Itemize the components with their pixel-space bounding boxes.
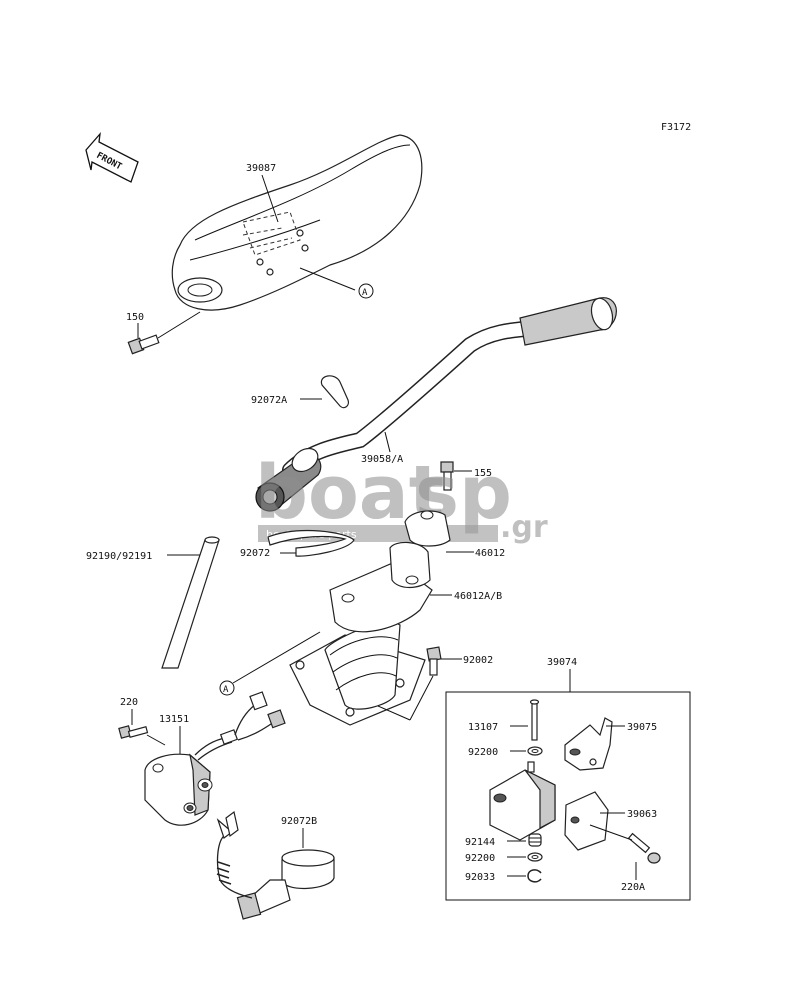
lanyard-cord-part <box>216 810 253 899</box>
bolt-part-92002 <box>426 646 442 676</box>
label-92144: 92144 <box>465 837 495 848</box>
label-39075: 39075 <box>627 722 657 733</box>
ref-marker-a-top: A <box>358 283 374 299</box>
screw-part-220 <box>118 725 149 739</box>
label-92190-92191: 92190/92191 <box>86 551 152 562</box>
ref-marker-a-bottom: A <box>219 680 235 696</box>
washer-part-92200-bottom <box>527 852 543 862</box>
label-220a: 220A <box>621 882 645 893</box>
label-92200-top: 92200 <box>468 747 498 758</box>
bolt-part-150 <box>127 334 160 355</box>
ring-part-92033 <box>527 869 542 883</box>
svg-text:.gr: .gr <box>500 510 548 545</box>
handlebar-part-39058a <box>255 297 617 512</box>
holder-part-46012ab <box>289 541 433 726</box>
bolt-part-220a <box>627 832 661 864</box>
label-46012: 46012 <box>475 548 505 559</box>
lever-part-39075 <box>564 717 613 771</box>
spring-part-92144 <box>528 833 542 847</box>
label-92200-bottom: 92200 <box>465 853 495 864</box>
hose-part-92190-92191 <box>161 536 220 669</box>
label-92072b: 92072B <box>281 816 317 827</box>
label-155: 155 <box>474 468 492 479</box>
clamp-part-92072b <box>236 849 335 920</box>
label-13107: 13107 <box>468 722 498 733</box>
cover-part-39063 <box>564 791 609 851</box>
label-39063: 39063 <box>627 809 657 820</box>
holder-part-46012 <box>404 510 451 547</box>
bolt-part-155 <box>440 461 454 491</box>
label-92072a: 92072A <box>251 395 287 406</box>
front-arrow-icon: FRONT <box>85 131 139 183</box>
label-13151: 13151 <box>159 714 189 725</box>
assembly-box-39074 <box>445 691 691 901</box>
label-39058a: 39058/A <box>361 454 403 465</box>
switch-part-13151 <box>144 691 286 826</box>
washer-part-92200-top <box>527 746 543 756</box>
figure-code: F3172 <box>661 122 691 133</box>
clamp-part-92072 <box>267 529 355 557</box>
label-220: 220 <box>120 697 138 708</box>
switch-body-part <box>489 761 556 841</box>
clamp-part-92072a <box>320 375 349 409</box>
label-150: 150 <box>126 312 144 323</box>
svg-text:A: A <box>223 685 229 695</box>
label-92002: 92002 <box>463 655 493 666</box>
label-39087: 39087 <box>246 163 276 174</box>
label-39074: 39074 <box>547 657 577 668</box>
label-92033: 92033 <box>465 872 495 883</box>
label-92072: 92072 <box>240 548 270 559</box>
svg-text:A: A <box>362 288 368 298</box>
label-46012ab: 46012A/B <box>454 591 502 602</box>
cover-part-39087 <box>171 134 423 311</box>
pin-part-13107 <box>529 699 540 741</box>
